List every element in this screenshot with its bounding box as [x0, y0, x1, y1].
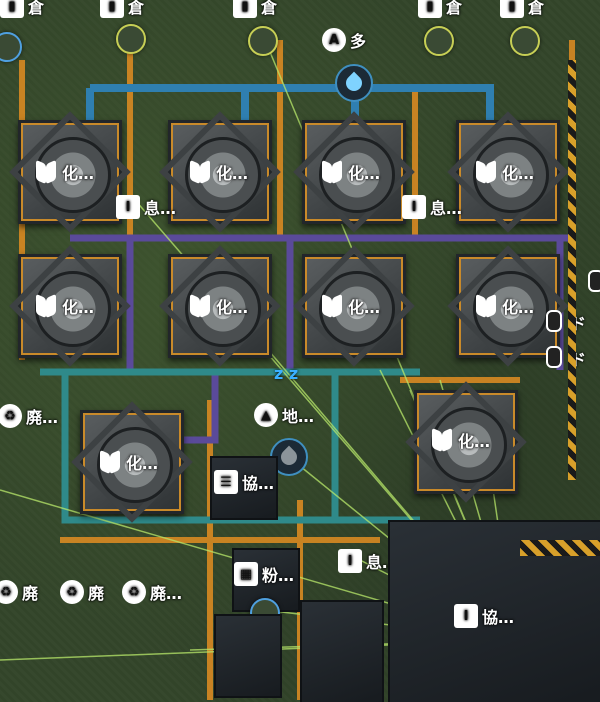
storage-label: ▮倉 — [0, 0, 44, 18]
chemical-plant-label: 化… — [430, 428, 490, 452]
water-drop-icon[interactable] — [335, 64, 373, 102]
scrap-label: ♻廃… — [122, 580, 182, 604]
chemical-plant-icon — [34, 160, 58, 184]
chemical-plant-label: 化… — [34, 160, 94, 184]
chemical-plant-icon — [320, 160, 344, 184]
chemical-plant-icon — [474, 160, 498, 184]
chemical-plant[interactable] — [159, 245, 281, 367]
chemical-plant-icon — [188, 294, 212, 318]
power-pole-icon[interactable] — [248, 26, 278, 56]
pump[interactable] — [214, 614, 282, 698]
pipe-low-a — [61, 372, 210, 524]
chemical-plant-label: 化… — [320, 294, 380, 318]
pipes-teal — [40, 368, 420, 524]
pipe-top — [90, 84, 494, 120]
chemical-plant-icon — [34, 294, 58, 318]
earth-label: ▲地… — [254, 403, 314, 427]
power-pole-icon[interactable] — [510, 26, 540, 56]
chemical-plant-label: 化… — [320, 160, 380, 184]
storage-label: ▮倉 — [418, 0, 462, 18]
mouse-icon — [546, 310, 562, 332]
mouse-icon — [546, 346, 562, 368]
chemical-plant-label: 化… — [188, 160, 248, 184]
hazard-stripe — [568, 60, 576, 480]
scrap-label: ♻廃 — [0, 580, 38, 604]
powder-label: ▦粉… — [234, 562, 294, 586]
chemical-plant-icon — [188, 160, 212, 184]
pipe-mid-d — [170, 370, 219, 444]
chemical-plant-label: 化… — [474, 160, 534, 184]
chemical-plant[interactable] — [293, 245, 415, 367]
scrap-label: ♻廃… — [0, 404, 58, 428]
chemical-plant-icon — [430, 428, 454, 452]
power-pole-icon[interactable] — [424, 26, 454, 56]
pipes-purple — [70, 234, 570, 444]
chemical-plant-icon — [98, 450, 122, 474]
storage-label: ▮倉 — [100, 0, 144, 18]
chemical-plant-icon — [320, 294, 344, 318]
refinery-part[interactable] — [300, 600, 384, 702]
hazard-stripe — [520, 540, 600, 556]
power-pole-icon[interactable] — [116, 24, 146, 54]
pipes-blue — [86, 68, 494, 120]
sleep-indicator: z z — [274, 364, 299, 383]
chemical-plant-label: 化… — [474, 294, 534, 318]
scrap-label: ♻廃 — [60, 580, 104, 604]
power-pole-icon[interactable] — [0, 32, 22, 62]
chemical-plant[interactable] — [159, 111, 281, 233]
chemical-plant-label: 化… — [98, 450, 158, 474]
chemical-plant-icon — [474, 294, 498, 318]
storage-label: ▮倉 — [500, 0, 544, 18]
storage-label: ▮倉 — [233, 0, 277, 18]
chemical-plant[interactable] — [405, 381, 527, 503]
mouse-icon — [588, 270, 600, 292]
chemical-plant-label: 化… — [188, 294, 248, 318]
chemical-plant-label: 化… — [34, 294, 94, 318]
assoc-label: ☰協… — [214, 470, 274, 494]
